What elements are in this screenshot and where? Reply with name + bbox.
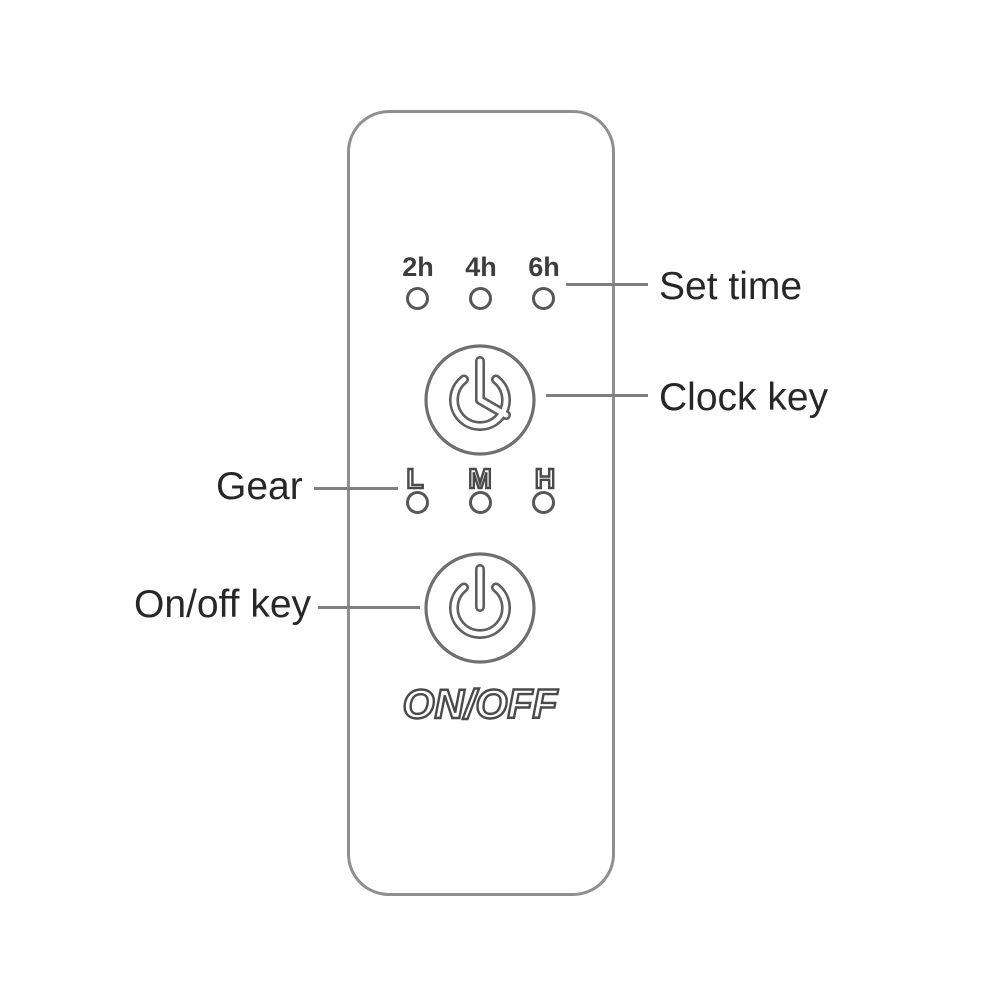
gear-indicator-low — [406, 491, 429, 514]
timer-label-6h: 6h — [528, 252, 560, 282]
clock-key-label: Clock key — [659, 376, 829, 419]
gear-letter-h: H — [535, 463, 555, 494]
gear-leader-line — [314, 487, 398, 490]
gear-label: Gear — [216, 465, 303, 508]
power-icon — [424, 552, 536, 664]
onoff-key-button — [424, 552, 536, 664]
onoff-key-leader-line — [318, 606, 420, 609]
timer-indicator-2h — [406, 287, 429, 310]
clock-key-leader-line — [546, 394, 648, 397]
set-time-leader-line — [566, 283, 648, 286]
gear-indicator-high — [532, 491, 555, 514]
gear-letter-l: L — [406, 463, 423, 494]
timer-label-4h: 4h — [465, 252, 497, 282]
onoff-caption: ON/OFF — [401, 680, 559, 728]
timer-indicator-6h — [532, 287, 555, 310]
gear-label-low: L — [405, 462, 425, 495]
clock-key-button — [424, 344, 536, 456]
onoff-caption-text: ON/OFF — [403, 681, 559, 727]
onoff-key-label: On/off key — [134, 583, 312, 626]
timer-label-2h: 2h — [402, 252, 434, 282]
gear-label-medium: M — [467, 462, 493, 495]
gear-indicator-medium — [469, 491, 492, 514]
gear-label-high: H — [534, 462, 557, 495]
gear-letter-m: M — [468, 463, 491, 494]
timer-indicator-4h — [469, 287, 492, 310]
set-time-label: Set time — [659, 265, 803, 308]
clock-power-icon — [424, 344, 536, 456]
